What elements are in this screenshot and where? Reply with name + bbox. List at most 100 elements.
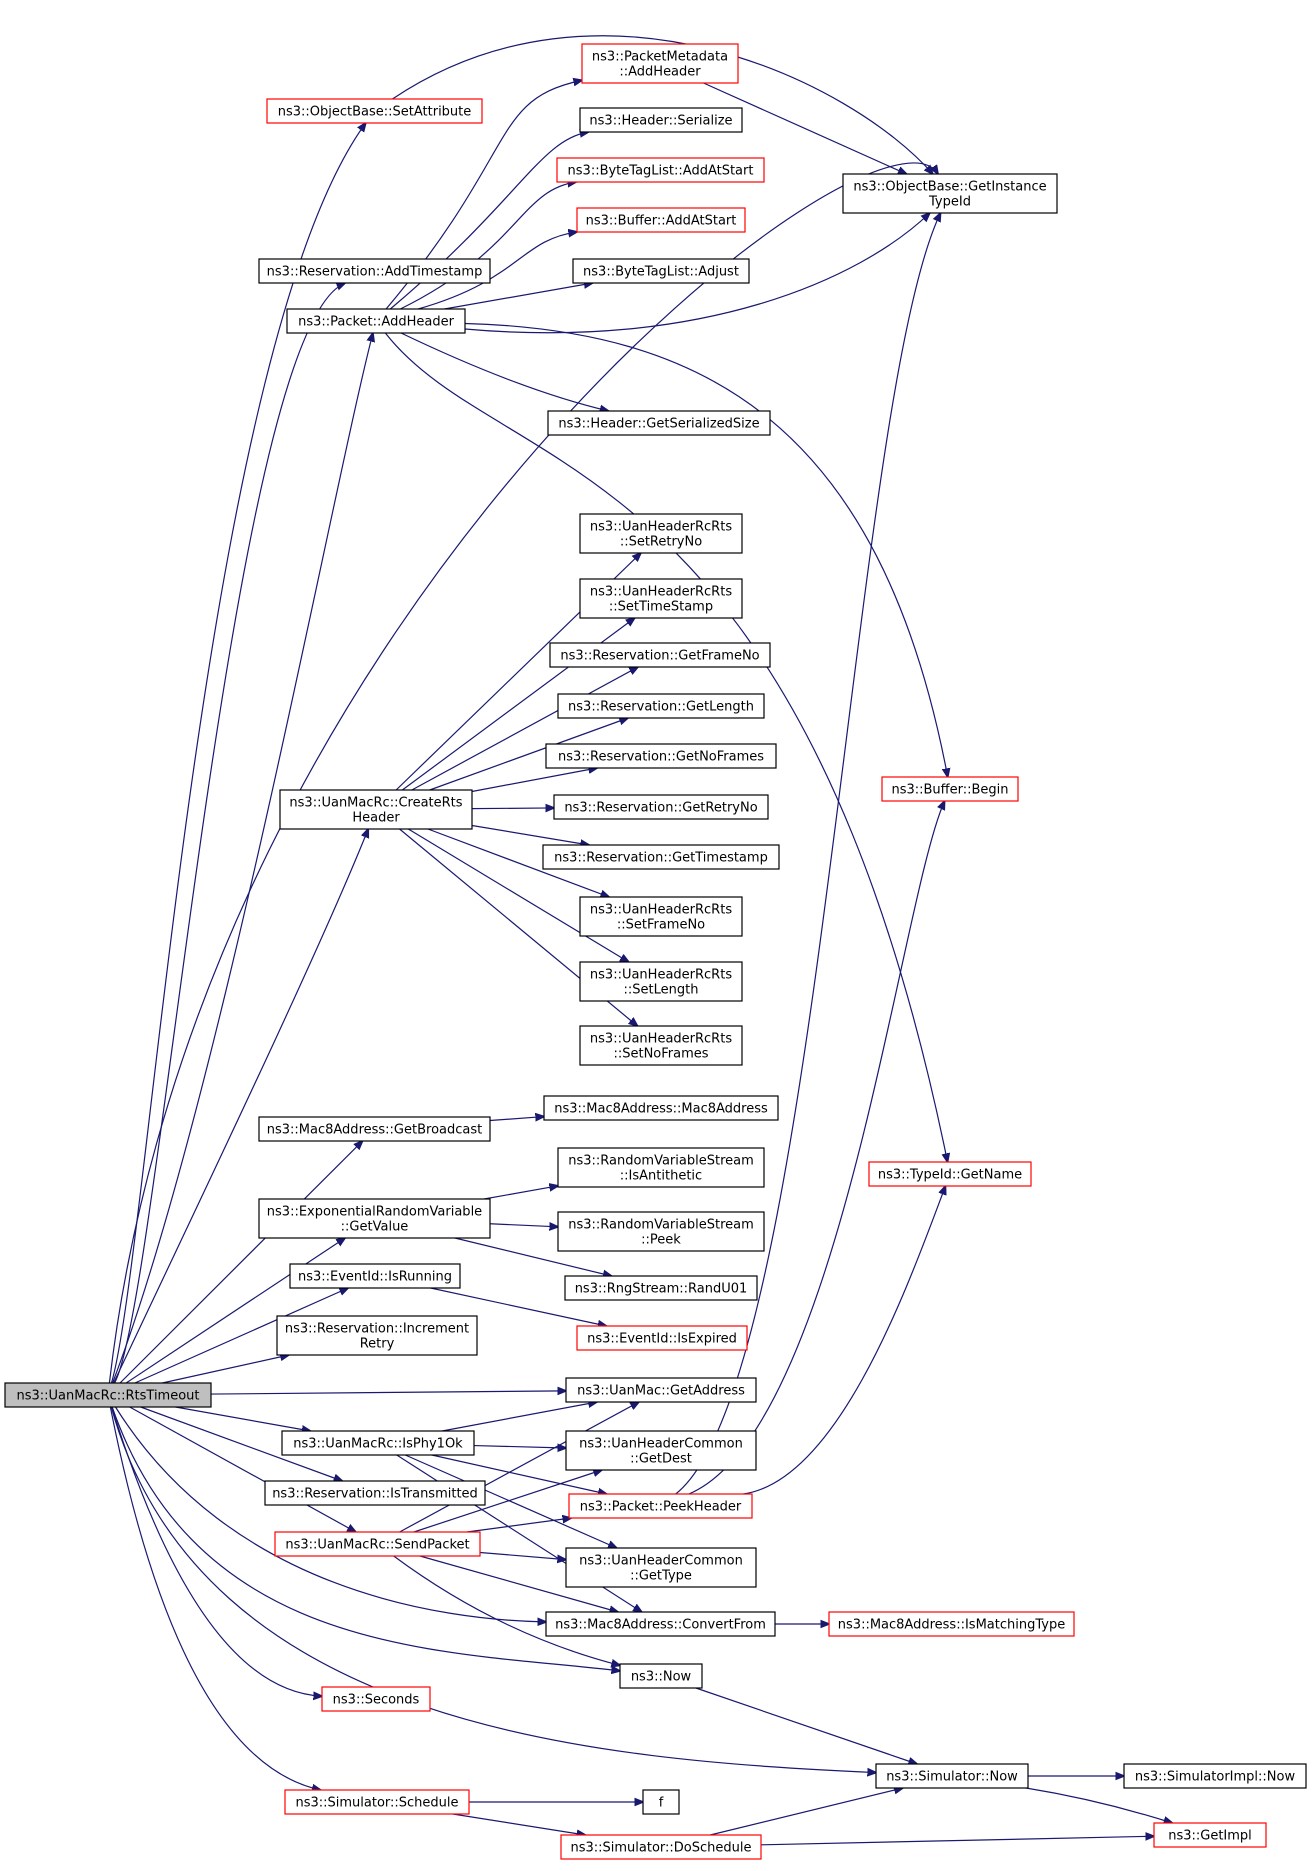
call-edge-root-to-uanmac_getaddress <box>210 1391 566 1394</box>
function-node-hdr-serialize[interactable]: ns3::Header::Serialize <box>579 107 743 133</box>
node-label: ns3::ObjectBase::SetAttribute <box>278 105 472 120</box>
function-node-isphy1ok[interactable]: ns3::UanMacRc::IsPhy1Ok <box>281 1430 475 1456</box>
function-node-setattr[interactable]: ns3::ObjectBase::SetAttribute <box>266 98 483 124</box>
call-edge-exprv_getvalue-to-rng_randu01 <box>454 1237 612 1276</box>
function-node-rvs-isantithetic[interactable]: ns3::RandomVariableStream::IsAntithetic <box>557 1147 765 1188</box>
function-node-rvs-peek[interactable]: ns3::RandomVariableStream::Peek <box>557 1211 765 1252</box>
node-box <box>881 776 1019 802</box>
node-label: ::SetFrameNo <box>617 918 705 933</box>
function-node-sim-now[interactable]: ns3::Simulator::Now <box>875 1763 1029 1789</box>
call-edge-isphy1ok-to-uanmac_getaddress <box>441 1402 597 1432</box>
node-label: ns3::Header::Serialize <box>589 114 732 129</box>
function-node-mac8-convertfrom[interactable]: ns3::Mac8Address::ConvertFrom <box>545 1611 776 1637</box>
node-label: ns3::UanMac::GetAddress <box>577 1384 745 1399</box>
function-node-getimpl[interactable]: ns3::GetImpl <box>1153 1822 1267 1848</box>
node-box <box>258 1116 491 1142</box>
function-node-pkt-peekheader[interactable]: ns3::Packet::PeekHeader <box>568 1493 753 1519</box>
function-node-rcrts-setframeno[interactable]: ns3::UanHeaderRcRts::SetFrameNo <box>579 896 743 937</box>
function-node-rcrts-setretryno[interactable]: ns3::UanHeaderRcRts::SetRetryNo <box>579 513 743 554</box>
function-node-rng-randu01[interactable]: ns3::RngStream::RandU01 <box>564 1275 758 1301</box>
function-node-exprv-getvalue[interactable]: ns3::ExponentialRandomVariable::GetValue <box>258 1198 491 1239</box>
call-edge-sim_doschedule-to-sim_now <box>710 1788 903 1836</box>
function-node-root[interactable]: ns3::UanMacRc::RtsTimeout <box>4 1382 212 1408</box>
node-box <box>557 1211 765 1252</box>
call-edge-root-to-pkt_addheader <box>111 333 373 1384</box>
function-node-uanmac-getaddress[interactable]: ns3::UanMac::GetAddress <box>565 1377 757 1403</box>
function-node-uhc-getdest[interactable]: ns3::UanHeaderCommon::GetDest <box>565 1430 757 1471</box>
function-node-sim-schedule[interactable]: ns3::Simulator::Schedule <box>284 1789 470 1815</box>
node-label: ::GetDest <box>630 1452 692 1467</box>
call-edge-sendpacket-to-uhc_getdest <box>413 1470 602 1533</box>
function-node-sendpacket[interactable]: ns3::UanMacRc::SendPacket <box>274 1531 481 1557</box>
node-label: ns3::SimulatorImpl::Now <box>1135 1770 1296 1785</box>
call-edge-root-to-seconds <box>111 1406 322 1696</box>
function-node-buf-begin[interactable]: ns3::Buffer::Begin <box>881 776 1019 802</box>
function-node-rcrts-setlength[interactable]: ns3::UanHeaderRcRts::SetLength <box>579 961 743 1002</box>
node-label: ns3::UanHeaderRcRts <box>590 968 732 983</box>
node-label: ns3::Reservation::GetLength <box>568 700 754 715</box>
function-node-buf-addatstart[interactable]: ns3::Buffer::AddAtStart <box>576 207 746 233</box>
call-edge-createrts-to-res_gettimestamp <box>471 824 589 846</box>
function-node-res-getframeno[interactable]: ns3::Reservation::GetFrameNo <box>549 642 771 668</box>
node-box <box>274 1531 481 1557</box>
function-node-res-gettimestamp[interactable]: ns3::Reservation::GetTimestamp <box>542 844 780 870</box>
function-node-eventid-isexpired[interactable]: ns3::EventId::IsExpired <box>576 1325 748 1351</box>
function-node-typeid-getname[interactable]: ns3::TypeId::GetName <box>868 1161 1032 1187</box>
function-node-uhc-gettype[interactable]: ns3::UanHeaderCommon::GetType <box>565 1547 757 1588</box>
function-node-ns3-now[interactable]: ns3::Now <box>619 1663 703 1689</box>
function-node-seconds[interactable]: ns3::Seconds <box>321 1686 431 1712</box>
function-node-res-getnoframes[interactable]: ns3::Reservation::GetNoFrames <box>545 743 777 769</box>
function-node-hdr-getsersize[interactable]: ns3::Header::GetSerializedSize <box>547 410 771 436</box>
node-box <box>565 1430 757 1471</box>
node-label: ns3::EventId::IsExpired <box>587 1332 737 1347</box>
call-edge-root-to-createrts <box>113 829 369 1384</box>
function-node-btl-adjust[interactable]: ns3::ByteTagList::Adjust <box>572 258 750 284</box>
function-node-mac8-getbroadcast[interactable]: ns3::Mac8Address::GetBroadcast <box>258 1116 491 1142</box>
node-label: ns3::RandomVariableStream <box>568 1154 754 1169</box>
node-box <box>266 98 483 124</box>
function-node-rcrts-settimestamp[interactable]: ns3::UanHeaderRcRts::SetTimeStamp <box>579 578 743 619</box>
function-node-btl-addatstart[interactable]: ns3::ByteTagList::AddAtStart <box>556 157 765 183</box>
function-node-pkt-addheader[interactable]: ns3::Packet::AddHeader <box>286 308 466 334</box>
function-node-sim-doschedule[interactable]: ns3::Simulator::DoSchedule <box>560 1834 762 1860</box>
function-node-res-getlength[interactable]: ns3::Reservation::GetLength <box>557 693 765 719</box>
function-node-simimpl-now[interactable]: ns3::SimulatorImpl::Now <box>1123 1763 1307 1789</box>
call-edge-eventid_isrunning-to-eventid_isexpired <box>430 1287 607 1326</box>
node-label: ns3::UanMacRc::SendPacket <box>285 1538 469 1553</box>
node-label: ns3::Simulator::DoSchedule <box>570 1841 751 1856</box>
call-edge-sendpacket-to-mac8_convertfrom <box>419 1555 618 1612</box>
function-node-res-istransmitted[interactable]: ns3::Reservation::IsTransmitted <box>264 1480 486 1506</box>
node-label: ns3::UanHeaderRcRts <box>590 585 732 600</box>
node-box <box>619 1663 703 1689</box>
node-label: Retry <box>360 1337 395 1352</box>
function-node-mac8-ismatchingtype[interactable]: ns3::Mac8Address::IsMatchingType <box>828 1611 1075 1637</box>
node-label: f <box>659 1796 664 1811</box>
node-label: ns3::Buffer::Begin <box>891 783 1008 798</box>
node-box <box>276 1315 478 1356</box>
function-node-eventid-isrunning[interactable]: ns3::EventId::IsRunning <box>289 1263 461 1289</box>
function-node-mac8-ctor[interactable]: ns3::Mac8Address::Mac8Address <box>543 1095 779 1121</box>
node-box <box>545 1611 776 1637</box>
node-label: ns3::Simulator::Now <box>886 1770 1018 1785</box>
call-edge-root-to-res_istransmitted <box>140 1406 343 1481</box>
node-box <box>281 1430 475 1456</box>
node-box <box>576 207 746 233</box>
node-label: ns3::Reservation::Increment <box>285 1322 469 1337</box>
node-box <box>284 1789 470 1815</box>
call-edge-createrts-to-res_getframeno <box>411 667 638 791</box>
call-edge-exprv_getvalue-to-rvs_isantithetic <box>483 1186 558 1200</box>
function-node-res-getretryno[interactable]: ns3::Reservation::GetRetryNo <box>553 794 769 820</box>
call-edge-root-to-mac8_getbroadcast <box>119 1141 362 1384</box>
node-label: ns3::Mac8Address::ConvertFrom <box>555 1618 766 1633</box>
function-node-res-addtimestamp[interactable]: ns3::Reservation::AddTimestamp <box>258 258 491 284</box>
node-label: ns3::Reservation::GetFrameNo <box>560 649 759 664</box>
call-edge-root-to-sendpacket <box>129 1406 356 1532</box>
function-node-pm-addheader[interactable]: ns3::PacketMetadata::AddHeader <box>581 43 739 84</box>
function-node-rcrts-setnoframes[interactable]: ns3::UanHeaderRcRts::SetNoFrames <box>579 1025 743 1066</box>
function-node-f[interactable]: f <box>642 1789 680 1815</box>
call-edge-mac8_getbroadcast-to-mac8_ctor <box>489 1117 544 1121</box>
